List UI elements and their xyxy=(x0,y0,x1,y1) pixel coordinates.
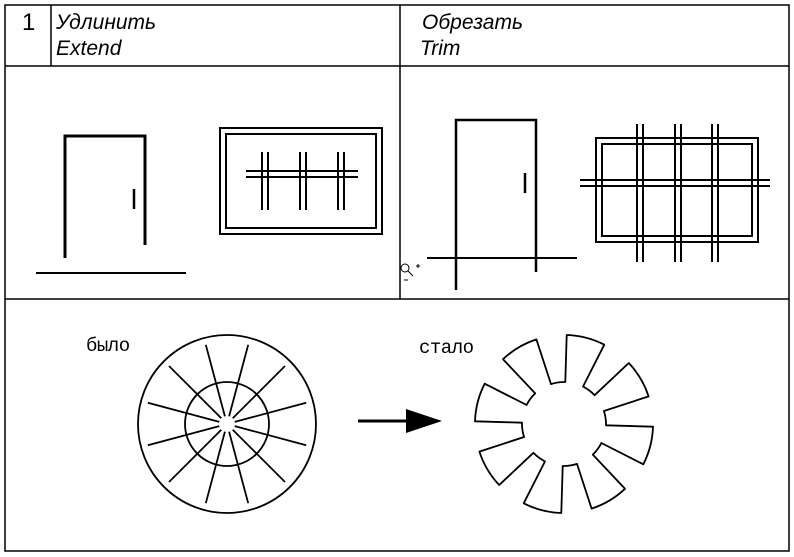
after-label: стало xyxy=(419,337,474,359)
radial-line xyxy=(168,429,222,483)
extend-door-drawing xyxy=(36,134,186,274)
extend-window-drawing xyxy=(219,127,383,235)
row-number: 1 xyxy=(22,9,36,36)
zoom-cursor-icon xyxy=(400,263,420,281)
trim-label-en: Trim xyxy=(420,37,461,60)
before-trim-drawing xyxy=(137,334,317,514)
arrow-right-icon xyxy=(358,409,442,433)
radial-line xyxy=(234,401,307,423)
radial-line xyxy=(204,431,226,504)
radial-line xyxy=(204,344,226,417)
table-frame xyxy=(4,4,790,552)
after-trim-drawing xyxy=(474,334,654,514)
radial-line xyxy=(168,365,222,419)
trim-label-ru: Обрезать xyxy=(422,11,524,34)
trim-door-drawing xyxy=(427,118,577,290)
radial-line xyxy=(147,425,220,447)
extend-label-ru: Удлинить xyxy=(56,11,157,34)
extend-label-en: Extend xyxy=(56,37,122,60)
trim-window-drawing xyxy=(580,124,770,262)
radial-line xyxy=(232,429,286,483)
radial-line xyxy=(234,425,307,447)
radial-line xyxy=(228,431,250,504)
radial-line xyxy=(147,401,220,423)
before-label: было xyxy=(86,335,130,357)
radial-line xyxy=(232,365,286,419)
radial-line xyxy=(228,344,250,417)
